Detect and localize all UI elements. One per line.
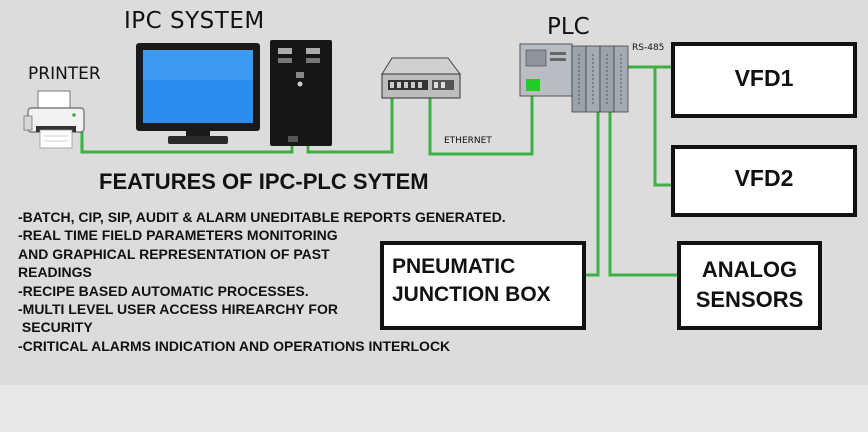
feature-line: READINGS (18, 264, 92, 281)
ipc-system-label: IPC SYSTEM (124, 8, 265, 34)
vfd2-box: VFD2 (671, 145, 857, 217)
ethernet-label: ETHERNET (444, 136, 492, 146)
feature-line: AND GRAPHICAL REPRESENTATION OF PAST (18, 245, 330, 262)
features-list: -BATCH, CIP, SIP, AUDIT & ALARM UNEDITAB… (18, 208, 506, 355)
wire-plc-pjb (586, 112, 600, 277)
wire-switch-plc (428, 88, 534, 156)
pneumatic-label-line1: PNEUMATIC (392, 255, 516, 278)
plc-rack-icon (519, 43, 629, 113)
wire-plc-analog (608, 112, 677, 277)
analog-label-line2: SENSORS (695, 287, 804, 312)
feature-line: -REAL TIME FIELD PARAMETERS MONITORING (18, 227, 338, 244)
feature-line: -BATCH, CIP, SIP, AUDIT & ALARM UNEDITAB… (18, 209, 506, 225)
wire-plc-vfd2 (653, 67, 671, 187)
vfd1-box: VFD1 (671, 42, 857, 118)
cpu-tower-icon (270, 40, 332, 146)
pneumatic-junction-box: PNEUMATIC JUNCTION BOX (380, 241, 586, 330)
printer-label: PRINTER (28, 64, 101, 84)
feature-line: -CRITICAL ALARMS INDICATION AND OPERATIO… (18, 337, 451, 354)
feature-line: -RECIPE BASED AUTOMATIC PROCESSES. (18, 282, 309, 299)
analog-label-line1: ANALOG (701, 257, 798, 282)
feature-line: -MULTI LEVEL USER ACCESS HIREARCHY FOR (18, 301, 338, 318)
feature-line: SECURITY (18, 319, 93, 336)
pneumatic-label-line2: JUNCTION BOX (392, 283, 551, 306)
network-switch-icon (381, 57, 461, 99)
printer-icon (23, 90, 85, 149)
plc-label: PLC (547, 14, 590, 40)
vfd2-label: VFD2 (734, 165, 794, 191)
vfd1-label: VFD1 (734, 65, 794, 91)
monitor-icon (136, 43, 260, 144)
features-title: FEATURES OF IPC-PLC SYTEM (99, 169, 429, 194)
rs485-label: RS-485 (632, 43, 665, 53)
analog-sensors-box: ANALOG SENSORS (677, 241, 822, 330)
